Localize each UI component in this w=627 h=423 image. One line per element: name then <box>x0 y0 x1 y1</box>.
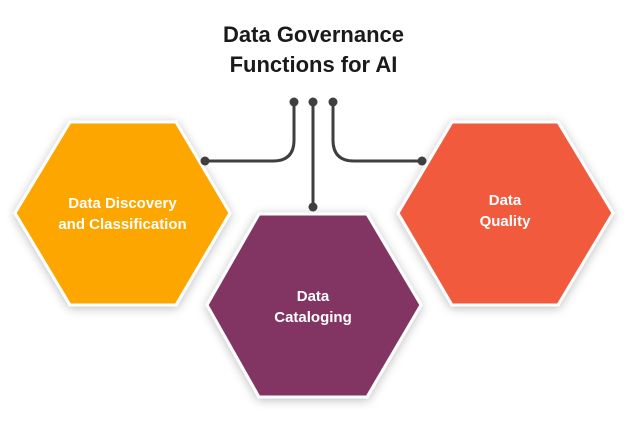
label-line: Data Discovery <box>68 195 177 212</box>
connector-dot <box>200 156 210 166</box>
connector-dot <box>328 97 338 107</box>
connector-dot <box>308 97 318 107</box>
connector-left <box>203 100 296 163</box>
connector-dot <box>308 202 318 212</box>
hexagon-data-discovery <box>13 120 232 307</box>
label-data-discovery: Data Discovery and Classification <box>40 193 205 235</box>
diagram-title: Data Governance Functions for AI <box>0 20 627 80</box>
label-line: Data <box>488 192 522 209</box>
hexagon-data-quality <box>396 120 615 307</box>
connector-lines <box>203 100 424 209</box>
label-line: Cataloging <box>274 309 352 326</box>
connector-right <box>331 100 424 163</box>
title-line-2: Functions for AI <box>229 52 398 77</box>
label-line: and Classification <box>58 216 187 233</box>
connector-dots <box>200 97 427 212</box>
label-line: Quality <box>479 213 531 230</box>
hexagon-data-cataloging <box>205 212 423 399</box>
label-line: Data <box>296 288 330 305</box>
title-line-1: Data Governance <box>223 22 404 47</box>
label-data-cataloging: Data Cataloging <box>233 286 393 328</box>
label-data-quality: Data Quality <box>425 190 585 232</box>
connector-dot <box>289 97 299 107</box>
connector-dot <box>417 156 427 166</box>
